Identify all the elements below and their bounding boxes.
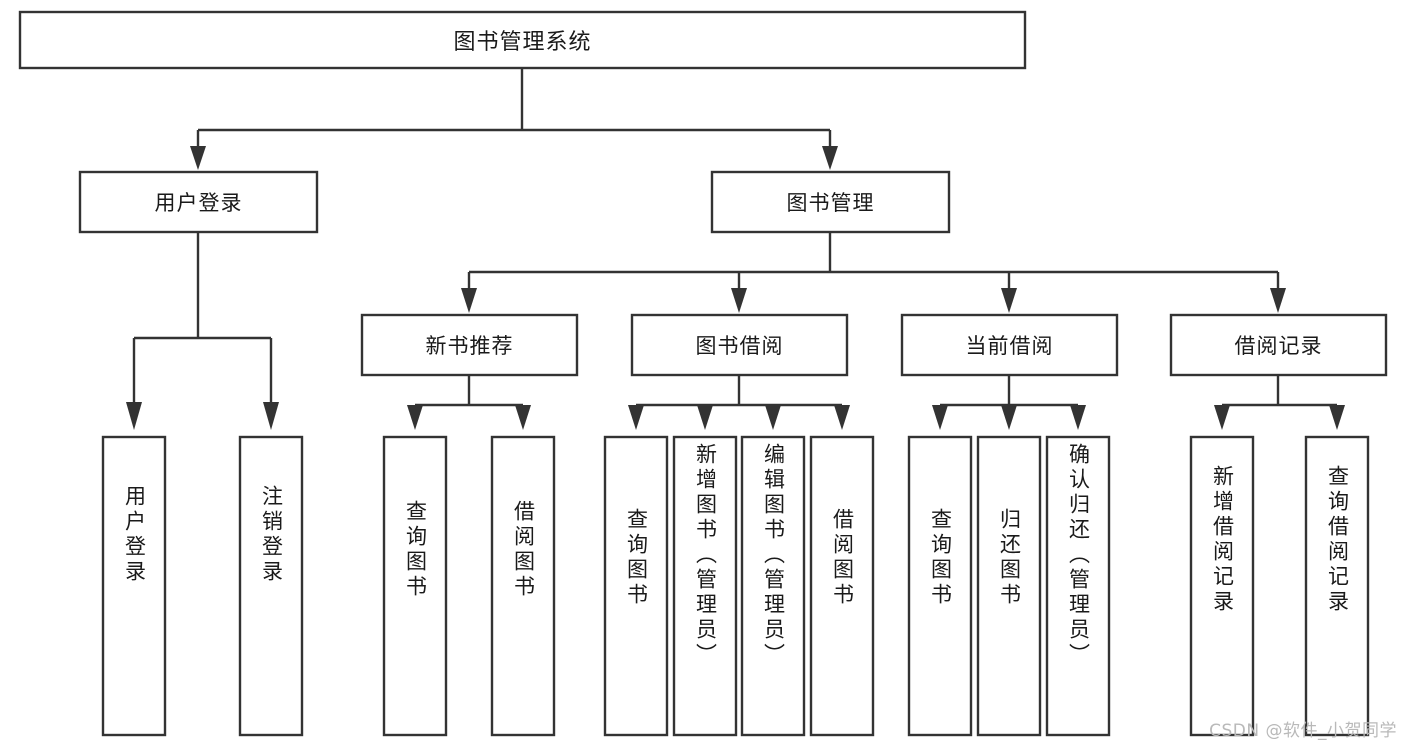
node-box-leaf-cb-confirm-return[interactable] [1045, 435, 1111, 737]
arrow-head-cb-leaf-3 [1070, 405, 1086, 430]
arrow-head-book-borrow [731, 288, 747, 313]
node-box-leaf-cb-query-book[interactable] [907, 435, 973, 737]
node-box-book-borrow[interactable] [630, 313, 849, 377]
node-box-leaf-br-query-record[interactable] [1304, 435, 1370, 737]
arrow-head-bb-leaf-3 [765, 405, 781, 430]
node-box-leaf-br-add-record[interactable] [1189, 435, 1255, 737]
arrow-head-bb-leaf-2 [697, 405, 713, 430]
node-box-leaf-cb-return-book[interactable] [976, 435, 1042, 737]
arrow-head-leaf-logout [263, 402, 279, 430]
node-box-leaf-user-login[interactable] [101, 435, 167, 737]
arrow-head-book-manage [822, 146, 838, 170]
arrow-head-leaf-user-login [126, 402, 142, 430]
arrow-head-current-borrow [1001, 288, 1017, 313]
node-box-root[interactable] [18, 10, 1027, 70]
node-box-leaf-nb-query-book[interactable] [382, 435, 448, 737]
node-box-book-manage[interactable] [710, 170, 951, 234]
arrow-head-nb-leaf-1 [407, 405, 423, 430]
arrow-head-new-book [461, 288, 477, 313]
node-box-leaf-bb-edit-book[interactable] [740, 435, 806, 737]
node-box-leaf-bb-query-book[interactable] [603, 435, 669, 737]
arrow-head-bb-leaf-4 [834, 405, 850, 430]
arrow-head-br-leaf-1 [1214, 405, 1230, 430]
arrow-head-nb-leaf-2 [515, 405, 531, 430]
arrow-head-borrow-record [1270, 288, 1286, 313]
arrow-head-cb-leaf-2 [1001, 405, 1017, 430]
arrow-head-bb-leaf-1 [628, 405, 644, 430]
node-box-leaf-nb-borrow-book[interactable] [490, 435, 556, 737]
node-box-leaf-bb-add-book[interactable] [672, 435, 738, 737]
node-box-user-login[interactable] [78, 170, 319, 234]
node-box-leaf-bb-borrow-book[interactable] [809, 435, 875, 737]
arrow-head-br-leaf-2 [1329, 405, 1345, 430]
node-box-borrow-record[interactable] [1169, 313, 1388, 377]
node-box-current-borrow[interactable] [900, 313, 1119, 377]
node-box-new-book-recommend[interactable] [360, 313, 579, 377]
node-box-leaf-logout[interactable] [238, 435, 304, 737]
arrow-head-cb-leaf-1 [932, 405, 948, 430]
arrow-head-user-login [190, 146, 206, 170]
